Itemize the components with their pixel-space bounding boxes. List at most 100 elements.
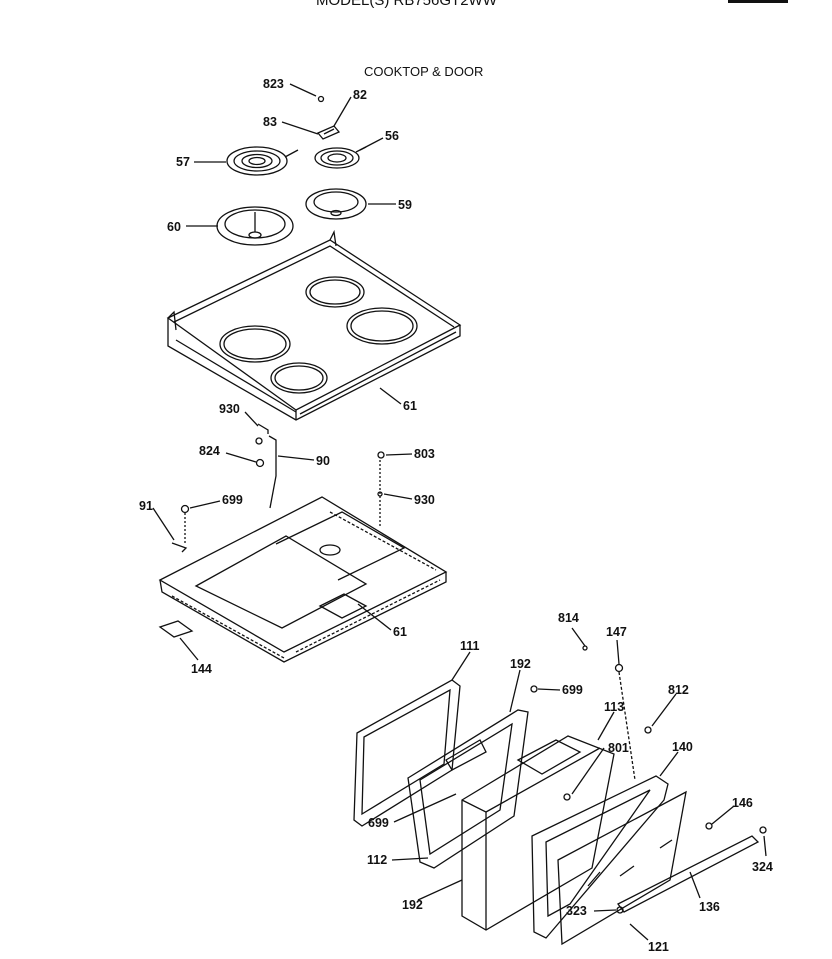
leader-814: [571, 627, 586, 647]
leader-113: [597, 711, 615, 741]
callout-60: 60: [167, 220, 181, 234]
leader-192-top: [509, 669, 521, 713]
door-frame-140: [531, 775, 669, 939]
callout-699-left: 699: [222, 493, 243, 507]
screw-147: [614, 663, 624, 673]
leader-930-left: [244, 411, 259, 427]
leader-824: [225, 452, 257, 463]
leader-144: [179, 637, 199, 661]
terminal-detail: [323, 128, 335, 135]
bracket-91: [171, 542, 188, 553]
leader-61-bottom: [357, 603, 392, 631]
screw-824: [255, 458, 265, 468]
end-cap-323: [616, 906, 624, 914]
callout-61-bottom: 61: [393, 625, 407, 639]
leader-801: [571, 747, 605, 795]
surface-unit-small-56: [314, 146, 367, 169]
leader-140: [659, 751, 679, 777]
inner-door-panel-192: [407, 709, 529, 869]
leader-61-top: [379, 387, 402, 405]
door-liner-113: [461, 735, 615, 931]
end-cap-324: [759, 826, 767, 834]
callout-136: 136: [699, 900, 720, 914]
leader-90: [277, 455, 315, 461]
callout-61-top: 61: [403, 399, 417, 413]
bracket-144: [158, 620, 194, 638]
callout-699-right: 699: [562, 683, 583, 697]
screw-812: [644, 726, 652, 734]
callout-111: 111: [460, 639, 480, 653]
leader-111: [451, 651, 471, 681]
screw-699-left: [180, 504, 190, 514]
leader-812: [651, 693, 677, 727]
callout-56: 56: [385, 129, 399, 143]
leader-803: [385, 453, 413, 456]
callout-147: 147: [606, 625, 627, 639]
leader-91: [152, 507, 175, 541]
leader-324: [763, 835, 767, 857]
callout-323: 323: [566, 904, 587, 918]
leader-56: [359, 137, 384, 151]
model-title: MODEL(S) RB756GT2WW: [316, 0, 497, 9]
screw-801: [563, 793, 571, 801]
callout-140: 140: [672, 740, 693, 754]
callout-113: 113: [604, 700, 624, 714]
leader-323: [593, 909, 617, 912]
burner-box-61: [158, 496, 448, 663]
callout-192-bottom: 192: [402, 898, 423, 912]
leader-112: [391, 857, 429, 861]
clip-930: [257, 423, 269, 434]
leader-699-door: [393, 793, 457, 823]
leader-823: [289, 83, 317, 97]
screw-814: [582, 645, 588, 651]
callout-812: 812: [668, 683, 689, 697]
surface-unit-large-57: [226, 146, 299, 176]
callout-803: 803: [414, 447, 435, 461]
leader-699-right: [537, 688, 561, 691]
callout-83: 83: [263, 115, 277, 129]
callout-192-top: 192: [510, 657, 531, 671]
screw-146: [705, 822, 713, 830]
door-glass-121: [557, 790, 687, 946]
callout-57: 57: [176, 155, 190, 169]
callout-121: 121: [648, 940, 669, 954]
callout-144: 144: [191, 662, 212, 676]
callout-82: 82: [353, 88, 367, 102]
corner-rule: [728, 0, 788, 3]
door-gasket-111: [353, 679, 461, 827]
callout-59: 59: [398, 198, 412, 212]
callout-930-left: 930: [219, 402, 240, 416]
terminal-block-83: [316, 125, 341, 140]
screw-699-right: [530, 685, 538, 693]
cooktop-61: [166, 229, 462, 421]
callout-146: 146: [732, 796, 753, 810]
leader-699-left: [189, 500, 221, 509]
leader-136: [689, 871, 701, 899]
leader-147-top: [616, 639, 620, 665]
screw-930-left: [255, 437, 263, 445]
callout-930-right: 930: [414, 493, 435, 507]
leader-147: [618, 671, 636, 781]
callout-823: 823: [263, 77, 284, 91]
section-title: COOKTOP & DOOR: [364, 64, 484, 79]
callout-699-door: 699: [368, 816, 389, 830]
callout-801: 801: [608, 741, 629, 755]
callout-814: 814: [558, 611, 579, 625]
drip-pan-large-60: [216, 206, 294, 246]
screw-823: [317, 95, 325, 103]
leader-82: [333, 96, 352, 127]
leader-121: [629, 923, 649, 941]
door-handle-136: [617, 835, 760, 913]
drip-pan-small-59: [305, 188, 367, 220]
leader-146: [711, 805, 735, 825]
callout-824: 824: [199, 444, 220, 458]
leader-192-bottom: [417, 879, 463, 901]
support-rod-90: [268, 435, 277, 509]
callout-324: 324: [752, 860, 773, 874]
callout-112: 112: [367, 853, 387, 867]
screw-803: [377, 451, 385, 459]
leader-83: [281, 121, 319, 135]
callout-90: 90: [316, 454, 330, 468]
